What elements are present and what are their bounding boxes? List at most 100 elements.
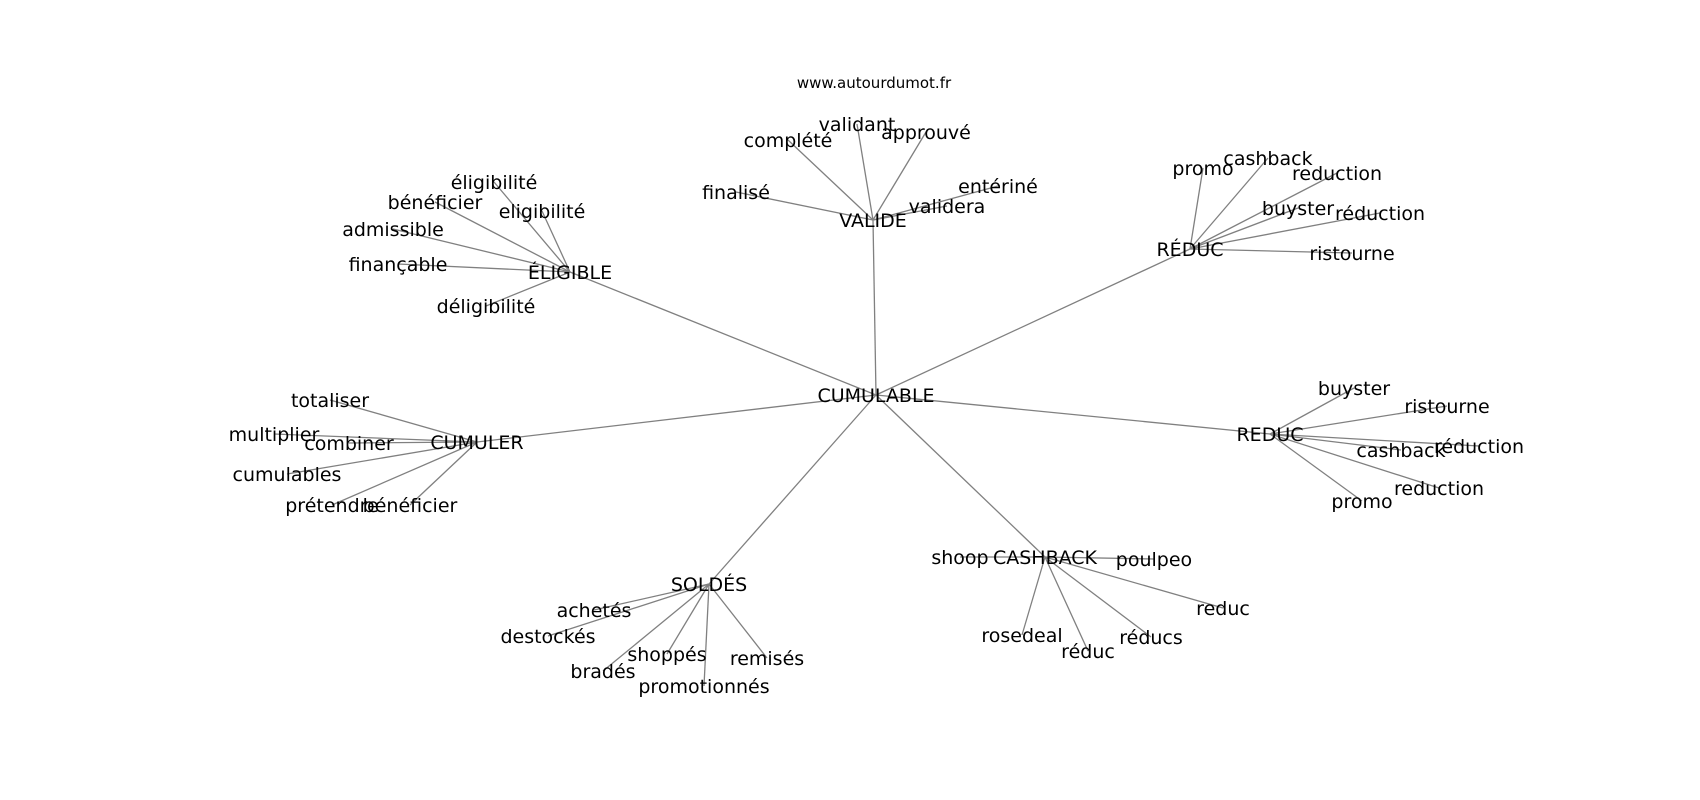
node-cumuler-multiplier: multiplier (229, 424, 320, 446)
node-cashback-rosedeal: rosedeal (981, 625, 1062, 647)
node-hub-cumuler: CUMULER (430, 432, 523, 454)
node-cashback-poulpeo: poulpeo (1116, 549, 1192, 571)
node-cashback-reducs: réducs (1119, 627, 1183, 649)
edge-reduc-buyster (1269, 387, 1355, 435)
edge-root-reduc (875, 394, 1271, 435)
edge-reduc-promo (1269, 433, 1363, 502)
node-reduc-accent-ristourne: ristourne (1309, 243, 1394, 265)
node-cumuler-pretendre: prétendre (285, 495, 378, 517)
node-soldes-shoppes: shoppés (627, 644, 706, 666)
source-url: www.autourdumot.fr (797, 74, 952, 92)
edge-reduc-reduction (1269, 433, 1480, 447)
node-reduc-accent-reduction: réduction (1335, 203, 1425, 225)
edge-reduc-ristourne (1269, 405, 1448, 435)
edge-soldes-promotionnes (703, 583, 710, 687)
node-soldes-destockes: destockés (500, 626, 595, 648)
edge-cashback-poulpeo (1044, 556, 1155, 560)
edge-reduc-accent-cashback (1189, 157, 1269, 250)
node-valide-enterine: entériné (958, 176, 1038, 198)
node-hub-soldes: SOLDÉS (671, 573, 747, 596)
node-eligible-eligibilite: eligibilité (499, 201, 586, 223)
node-hub-eligible: ÉLIGIBLE (528, 261, 612, 284)
node-hub-reduc: REDUC (1236, 424, 1303, 446)
edge-eligible-eligibilite (541, 210, 571, 273)
edge-root-valide (872, 219, 877, 396)
edge-valide-finalise (735, 191, 874, 221)
edges-layer (273, 123, 1480, 687)
node-reduc-ristourne: ristourne (1404, 396, 1489, 418)
edge-soldes-destockes (547, 583, 710, 637)
edge-valide-complete (787, 139, 874, 221)
edge-reduc-accent-buyster (1189, 207, 1299, 250)
edge-reduc-accent-reduction (1189, 172, 1338, 250)
edge-cashback-reducs (1044, 556, 1152, 638)
node-reduc-promo: promo (1331, 491, 1392, 513)
node-cashback-shoop: shoop (931, 547, 988, 569)
edge-cumuler-multiplier (273, 433, 478, 443)
edge-reduc-accent-promo (1189, 167, 1204, 250)
node-hub-reduc-accent: RÉDUC (1156, 238, 1223, 261)
node-eligible-financable: finançable (349, 254, 448, 276)
edge-cumuler-combiner (348, 441, 478, 444)
node-valide-finalise: finalisé (702, 182, 770, 204)
edge-reduc-cashback (1269, 433, 1402, 451)
node-cumuler-cumulables: cumulables (233, 464, 342, 486)
edge-cumuler-cumulables (286, 441, 478, 475)
node-valide-validant: validant (819, 114, 896, 136)
edge-cumuler-totaliser (329, 399, 478, 443)
edge-soldes-shoppes (666, 583, 710, 655)
edge-soldes-remises (708, 583, 768, 659)
edge-reduc-reduction (1269, 433, 1440, 489)
edge-cumuler-beneficier (409, 441, 478, 506)
node-valide-complete: complété (744, 130, 833, 152)
edge-valide-validera (872, 205, 948, 221)
edge-cashback-reduc (1044, 556, 1089, 652)
node-reduc-accent-cashback: cashback (1223, 148, 1312, 170)
edge-valide-enterine (872, 185, 999, 221)
edge-reduc-accent-reduction (1189, 212, 1381, 250)
node-reduc-reduction: réduction (1434, 436, 1524, 458)
edge-eligible-financable (397, 263, 571, 273)
edge-cashback-rosedeal (1021, 556, 1046, 636)
node-cashback-reduc: reduc (1196, 598, 1250, 620)
edge-eligible-admissible (392, 228, 571, 273)
edge-root-reduc-accent (875, 248, 1191, 396)
node-eligible-deligibilite: déligibilité (437, 296, 536, 318)
edge-reduc-accent-ristourne (1189, 248, 1353, 254)
node-eligible-admissible: admissible (342, 219, 444, 241)
node-soldes-promotionnes: promotionnés (638, 676, 769, 698)
node-hub-valide: VALIDE (839, 210, 907, 232)
node-reduc-accent-buyster: buyster (1262, 198, 1334, 220)
edge-root-soldes (708, 394, 877, 585)
node-soldes-remises: remisés (730, 648, 804, 670)
edge-root-eligible (569, 271, 877, 396)
node-cashback-reduc: réduc (1061, 641, 1115, 663)
node-reduc-accent-reduction: reduction (1292, 163, 1382, 185)
edge-valide-approuve (872, 131, 927, 221)
node-soldes-brades: bradés (570, 661, 635, 683)
node-soldes-achetes: achetés (557, 600, 632, 622)
node-cumuler-combiner: combiner (304, 433, 394, 455)
node-reduc-buyster: buyster (1318, 378, 1390, 400)
node-cumuler-beneficier: bénéficier (363, 495, 458, 517)
node-reduc-reduction: reduction (1394, 478, 1484, 500)
edge-valide-validant (856, 123, 874, 221)
node-eligible-eligibilite: éligibilité (451, 172, 538, 194)
edge-soldes-brades (602, 583, 710, 672)
node-eligible-beneficier: bénéficier (388, 192, 483, 214)
edge-soldes-achetes (593, 583, 710, 611)
edge-root-cumuler (476, 394, 877, 443)
node-valide-approuve: approuvé (881, 122, 971, 144)
node-root-cumulable: CUMULABLE (817, 385, 934, 407)
edge-eligible-deligibilite (485, 271, 571, 307)
edge-cashback-reduc (1044, 556, 1224, 609)
node-reduc-accent-promo: promo (1172, 158, 1233, 180)
edge-root-cashback (875, 394, 1046, 558)
edge-eligible-eligibilite (493, 181, 571, 273)
edge-eligible-beneficier (434, 201, 571, 273)
node-cumuler-totaliser: totaliser (291, 390, 369, 412)
node-valide-validera: validera (909, 196, 986, 218)
node-reduc-cashback: cashback (1356, 440, 1445, 462)
